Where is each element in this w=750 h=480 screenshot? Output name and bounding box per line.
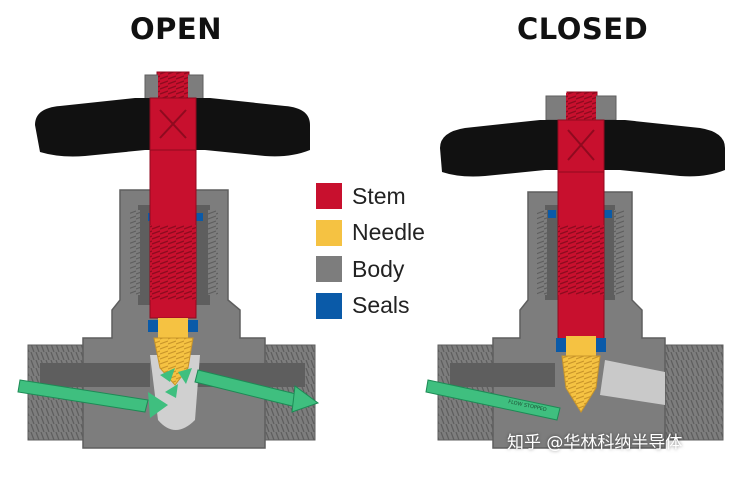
closed-seal-left bbox=[548, 210, 556, 218]
legend-label: Needle bbox=[352, 219, 425, 246]
legend-label: Body bbox=[352, 255, 405, 282]
body-swatch bbox=[316, 256, 342, 283]
closed-valve: FLOW STOPPED bbox=[425, 91, 725, 449]
legend-label: Seals bbox=[352, 292, 410, 319]
open-title: OPEN bbox=[130, 12, 222, 46]
legend-item-stem: Stem bbox=[316, 178, 425, 215]
closed-seal-lower-left bbox=[556, 338, 566, 352]
open-seal-lower-right bbox=[188, 320, 198, 332]
open-flow-arrow-in bbox=[17, 379, 149, 413]
legend-label: Stem bbox=[352, 182, 406, 209]
legend-item-body: Body bbox=[316, 251, 425, 288]
open-seal-lower-left bbox=[148, 320, 158, 332]
closed-flow-arrow bbox=[425, 379, 561, 421]
watermark: 知乎 @华林科纳半导体 bbox=[507, 433, 683, 453]
open-needle bbox=[158, 318, 188, 338]
closed-seal-right bbox=[604, 210, 612, 218]
open-seal-right bbox=[195, 213, 203, 221]
stem-swatch bbox=[316, 183, 342, 210]
closed-outlet-port bbox=[664, 344, 724, 441]
legend-item-seals: Seals bbox=[316, 288, 425, 325]
closed-seal-lower-right bbox=[596, 338, 606, 352]
needle-swatch bbox=[316, 219, 342, 246]
open-valve bbox=[17, 71, 320, 449]
legend-item-needle: Needle bbox=[316, 215, 425, 252]
legend: Stem Needle Body Seals bbox=[316, 178, 425, 324]
closed-title: CLOSED bbox=[517, 12, 649, 46]
seals-swatch bbox=[316, 292, 342, 319]
closed-needle bbox=[566, 336, 596, 356]
